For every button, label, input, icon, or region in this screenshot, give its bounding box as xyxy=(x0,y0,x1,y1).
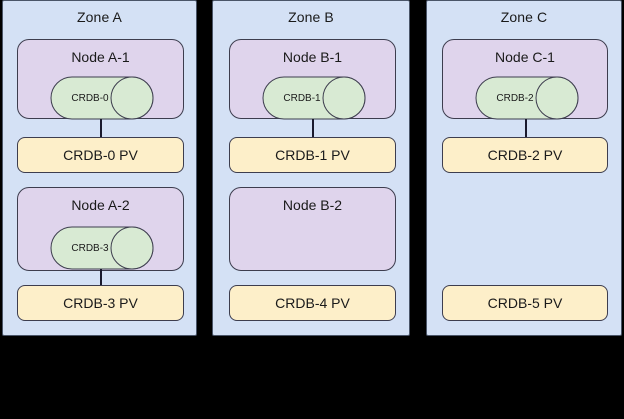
node-c-1-title: Node C-1 xyxy=(495,49,555,65)
node-a-1-title: Node A-1 xyxy=(71,49,130,65)
zone-b-title: Zone B xyxy=(288,9,334,25)
pv-crdb-4[interactable]: CRDB-4 PV xyxy=(229,285,396,321)
connector-a-2 xyxy=(100,269,102,286)
crdb-1-label: CRDB-1 xyxy=(283,92,321,104)
node-a-2[interactable]: Node A-2 CRDB-3 xyxy=(17,187,184,271)
crdb-0-label: CRDB-0 xyxy=(71,92,109,104)
zone-b: Zone B Node B-1 CRDB-1 CRDB-1 PV Node B-… xyxy=(212,0,410,336)
zone-c: Zone C Node C-1 CRDB-2 CRDB-2 PV CRDB-5 … xyxy=(426,0,622,336)
crdb-2-label: CRDB-2 xyxy=(496,92,534,104)
pv-crdb-1[interactable]: CRDB-1 PV xyxy=(229,137,396,173)
zone-a: Zone A Node A-1 CRDB-0 CRDB-0 PV Node A-… xyxy=(2,0,197,336)
crdb-0-cylinder[interactable]: CRDB-0 xyxy=(50,76,154,120)
node-a-1[interactable]: Node A-1 CRDB-0 xyxy=(17,39,184,120)
connector-b-1 xyxy=(312,119,314,137)
pv-crdb-5[interactable]: CRDB-5 PV xyxy=(442,285,608,321)
crdb-3-label: CRDB-3 xyxy=(71,242,109,254)
pv-crdb-3[interactable]: CRDB-3 PV xyxy=(17,285,184,321)
node-c-1[interactable]: Node C-1 CRDB-2 xyxy=(442,39,608,120)
pv-crdb-2[interactable]: CRDB-2 PV xyxy=(442,137,608,173)
node-b-2-title: Node B-2 xyxy=(282,197,343,213)
node-b-1-title: Node B-1 xyxy=(282,49,343,65)
node-b-1[interactable]: Node B-1 CRDB-1 xyxy=(229,39,396,120)
zone-a-title: Zone A xyxy=(77,9,122,25)
zone-c-title: Zone C xyxy=(500,9,548,25)
connector-c-1 xyxy=(525,119,527,137)
crdb-3-cylinder[interactable]: CRDB-3 xyxy=(50,226,154,270)
node-b-2[interactable]: Node B-2 xyxy=(229,187,396,271)
pv-crdb-0[interactable]: CRDB-0 PV xyxy=(17,137,184,173)
connector-a-1 xyxy=(100,119,102,137)
crdb-2-cylinder[interactable]: CRDB-2 xyxy=(475,76,579,120)
node-a-2-title: Node A-2 xyxy=(71,197,130,213)
crdb-1-cylinder[interactable]: CRDB-1 xyxy=(262,76,366,120)
